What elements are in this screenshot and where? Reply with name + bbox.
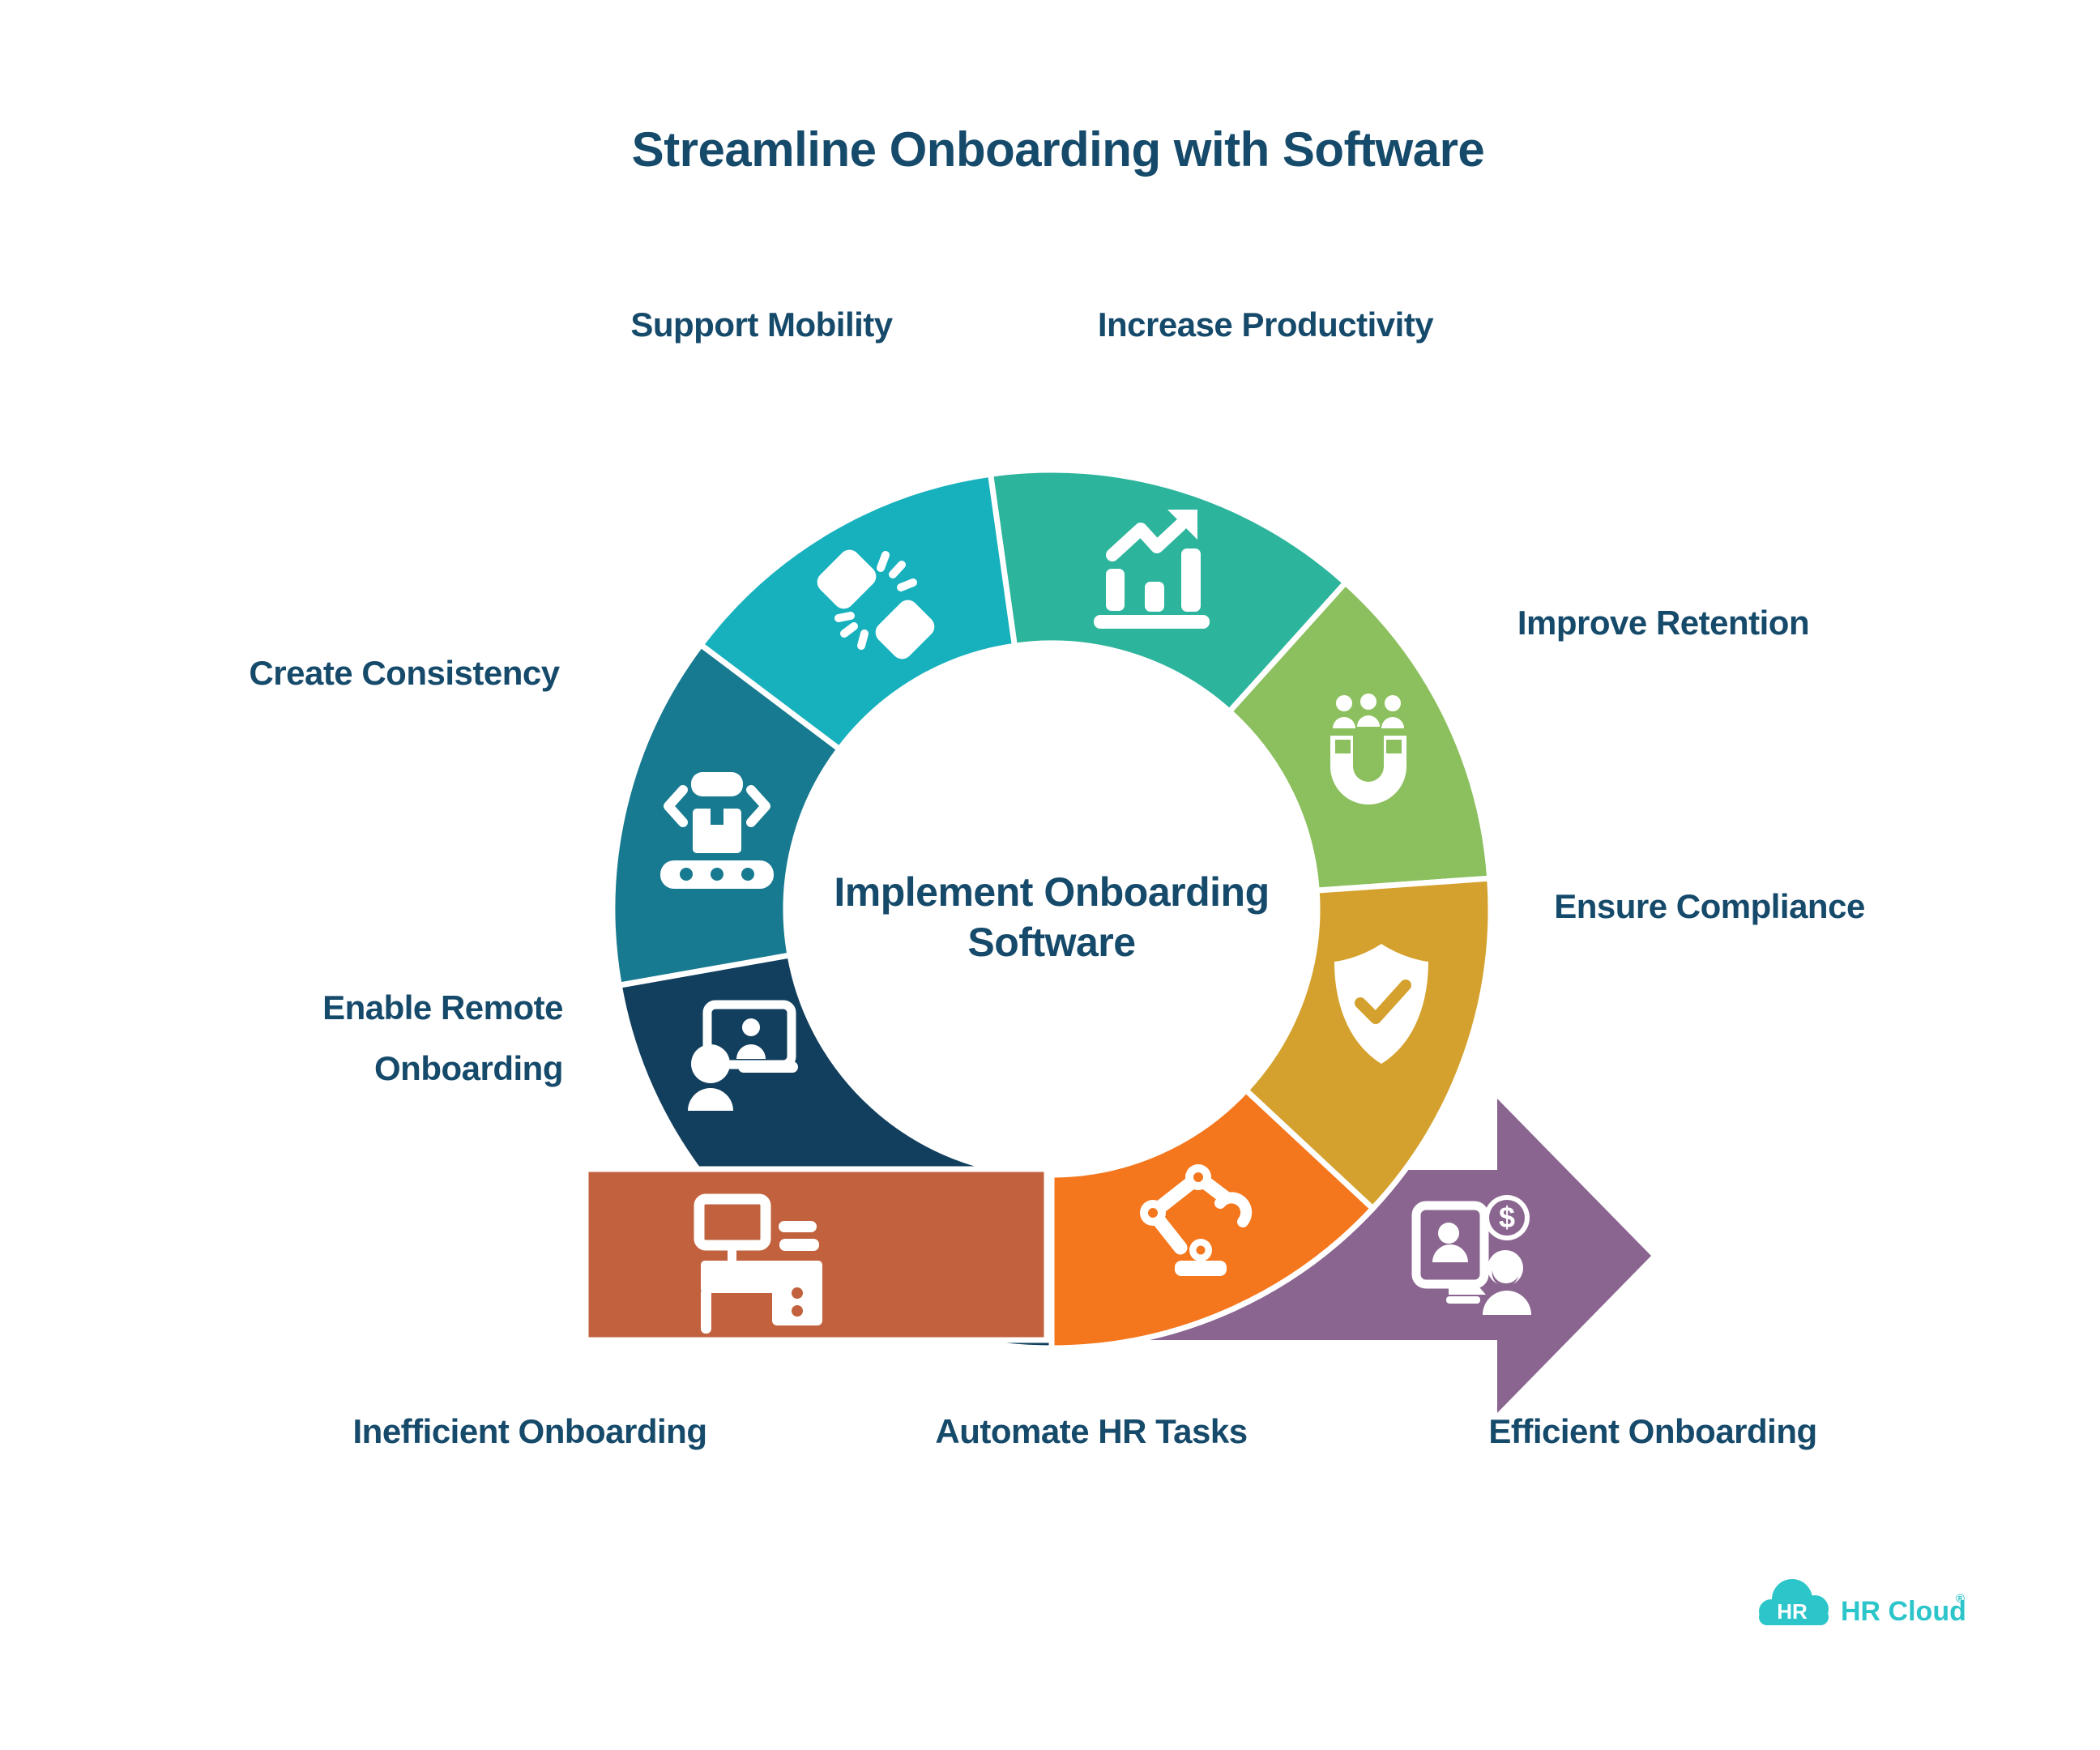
page-title: Streamline Onboarding with Software bbox=[632, 122, 1485, 177]
growth-chart-icon bbox=[1094, 510, 1210, 629]
hr-badge-text: HR bbox=[1777, 1599, 1808, 1624]
label-automate-hr-tasks: Automate HR Tasks bbox=[935, 1412, 1247, 1450]
hr-cloud-logo: HR HR Cloud ® bbox=[1759, 1579, 1966, 1627]
conveyor-box-icon bbox=[660, 772, 774, 889]
label-ensure-compliance: Ensure Compliance bbox=[1554, 887, 1865, 925]
segment-support-mobility bbox=[697, 471, 1018, 753]
hr-cloud-icon: HR bbox=[1759, 1579, 1829, 1625]
dollar-sign: $ bbox=[1499, 1201, 1515, 1234]
registered-mark: ® bbox=[1956, 1592, 1965, 1606]
segment-improve-retention bbox=[1225, 578, 1493, 894]
efficient-onboarding-icon: $ bbox=[1411, 1195, 1531, 1315]
center-text-line2: Software bbox=[967, 920, 1135, 965]
center-text-line1: Implement Onboarding bbox=[834, 869, 1269, 915]
label-enable-remote-line1: Enable Remote bbox=[322, 988, 563, 1027]
clapping-hands-icon bbox=[817, 549, 935, 659]
donut-hub bbox=[783, 641, 1320, 1177]
label-inefficient-onboarding: Inefficient Onboarding bbox=[353, 1412, 707, 1450]
label-create-consistency: Create Consistency bbox=[249, 654, 560, 692]
remote-video-call-icon bbox=[688, 1000, 798, 1111]
hr-cloud-wordmark: HR Cloud bbox=[1841, 1596, 1966, 1627]
shield-check-icon bbox=[1334, 944, 1428, 1064]
robot-arm-icon bbox=[1140, 1164, 1253, 1276]
label-increase-productivity: Increase Productivity bbox=[1098, 305, 1434, 344]
label-support-mobility: Support Mobility bbox=[630, 305, 893, 344]
segment-increase-productivity bbox=[987, 467, 1350, 716]
desk-computer-icon bbox=[694, 1193, 822, 1334]
label-efficient-onboarding: Efficient Onboarding bbox=[1488, 1412, 1816, 1450]
magnet-people-icon bbox=[1330, 694, 1406, 805]
label-enable-remote-line2: Onboarding bbox=[374, 1049, 563, 1087]
segment-automate-hr-tasks bbox=[1048, 1086, 1377, 1351]
label-improve-retention: Improve Retention bbox=[1517, 604, 1809, 642]
